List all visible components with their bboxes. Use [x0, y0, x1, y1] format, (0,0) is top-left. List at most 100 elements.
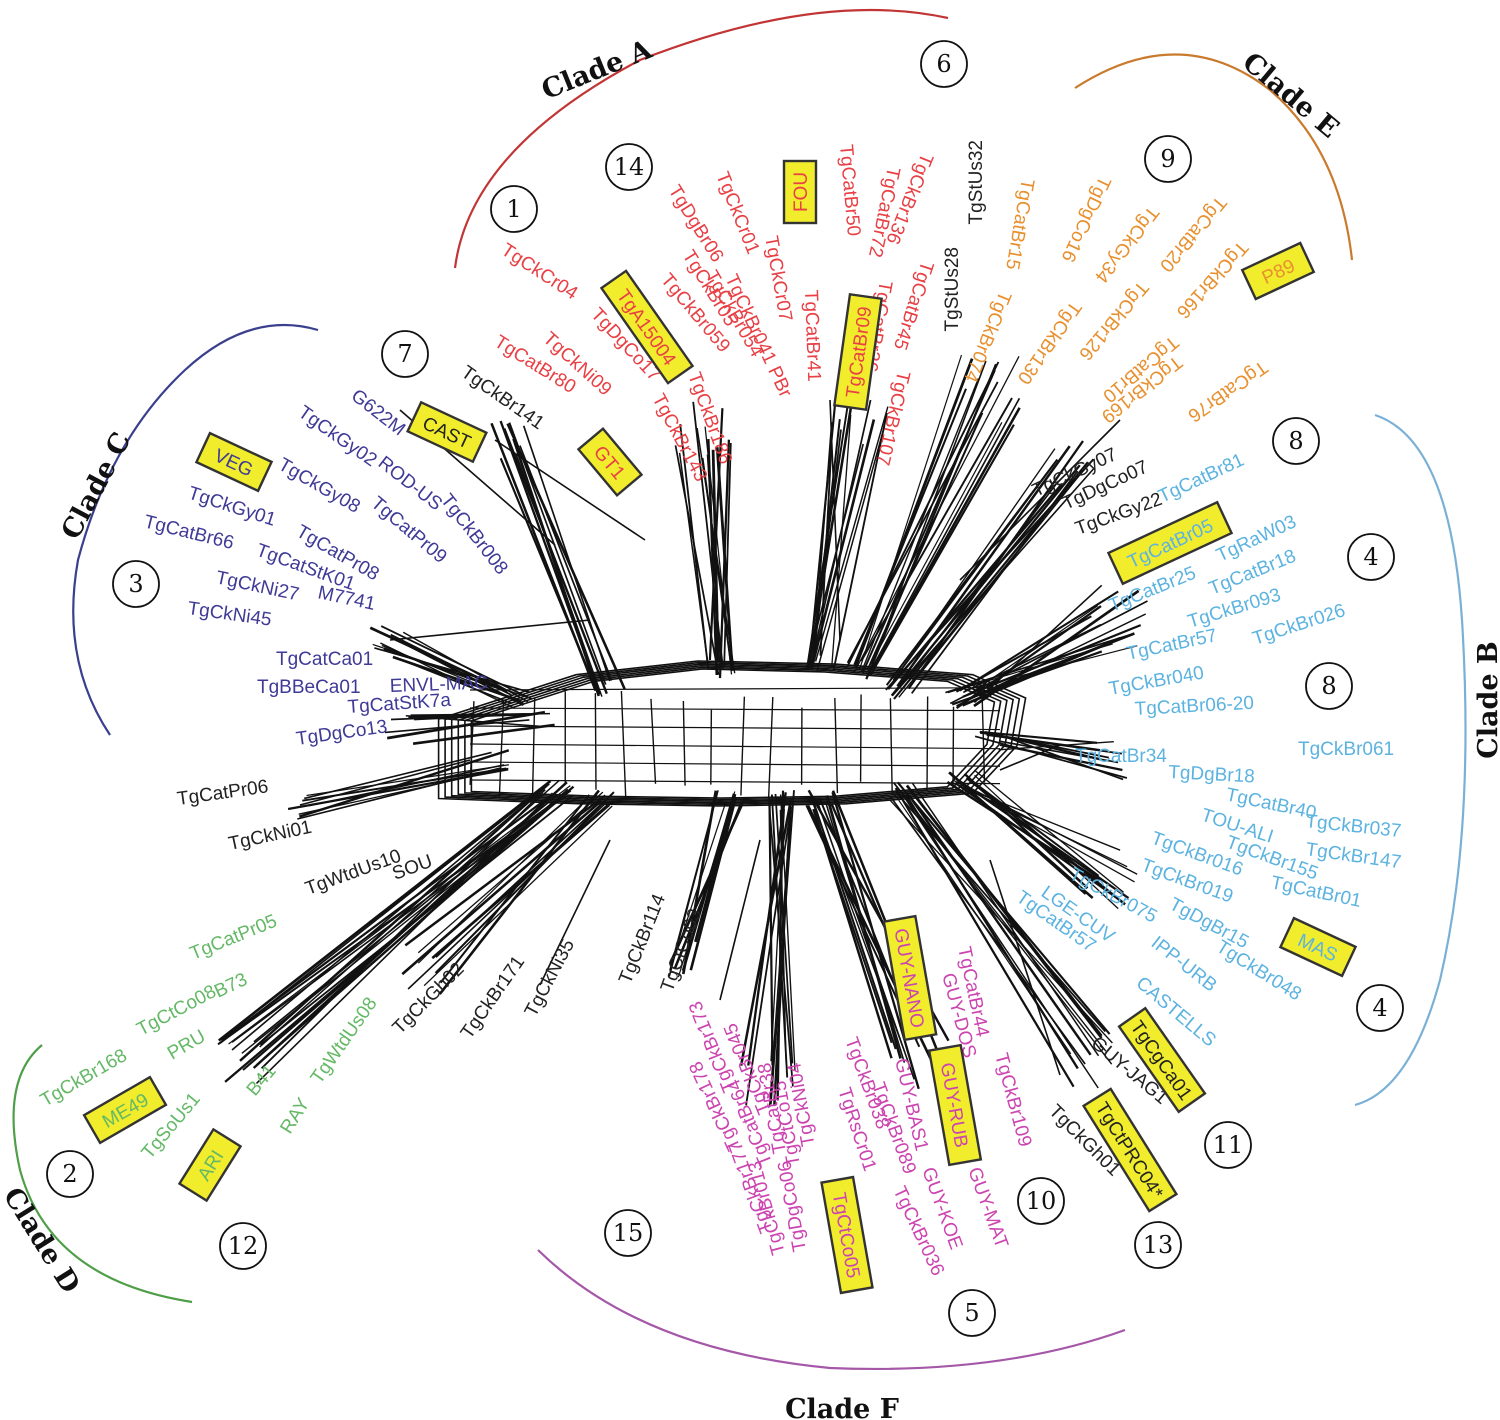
network-branch	[299, 749, 510, 818]
number-marker: 3	[112, 560, 160, 608]
network-branch	[408, 713, 526, 719]
network-edge	[469, 687, 1001, 691]
strain-label: TgCkNi01	[227, 817, 314, 855]
strain-label: B41	[243, 1061, 281, 1100]
network-branch	[893, 782, 1107, 1052]
strain-label: TgCkBr074	[959, 288, 1015, 385]
network-branch	[959, 590, 1119, 692]
clade-f-title: Clade F	[785, 1394, 899, 1420]
network-branch	[948, 771, 1087, 895]
network-branch	[404, 794, 607, 947]
network-branch	[999, 744, 1061, 771]
network-branch	[231, 799, 531, 1051]
strain-label: TgCkBr171	[457, 952, 529, 1043]
network-branch	[242, 788, 569, 1071]
reference-box: MAS	[1278, 916, 1358, 978]
network-branch	[846, 361, 1000, 667]
network-branch	[434, 791, 615, 974]
network-branch	[711, 449, 720, 662]
number-label: 4	[1372, 994, 1387, 1022]
reference-box: P89	[1240, 241, 1316, 301]
reference-label: FOU	[791, 172, 812, 212]
network-branch	[407, 802, 607, 990]
network-branch	[905, 794, 1079, 1070]
strain-label: TgWtdUs10	[303, 846, 404, 900]
network-branch	[949, 600, 1148, 705]
network-branch	[515, 454, 603, 697]
network-branch	[893, 782, 1113, 1065]
network-branch	[853, 388, 967, 666]
network-branch	[870, 360, 987, 668]
network-branch	[220, 794, 552, 1042]
strain-label: GUY-MAT	[963, 1165, 1012, 1252]
network-branch	[399, 658, 511, 704]
strain-label: TgCkNi35	[521, 936, 579, 1020]
network-branch	[807, 402, 837, 670]
strain-label: TgCatBr15	[1001, 177, 1038, 271]
network-branch	[971, 780, 1100, 877]
clade-arcs	[12, 8, 1467, 1371]
number-marker: 4	[1356, 984, 1404, 1032]
number-label: 9	[1160, 145, 1175, 173]
strain-label: TgCkBr107	[872, 369, 914, 467]
network-branch	[768, 799, 774, 1066]
network-branch	[955, 605, 1102, 710]
clade-c-title: Clade C	[56, 427, 138, 544]
network-branch	[679, 803, 726, 941]
number-label: 4	[1363, 543, 1378, 571]
number-label: 8	[1288, 427, 1303, 455]
strain-label: TgCkCr04	[497, 240, 581, 305]
network-edge	[710, 709, 713, 785]
network-edge	[889, 698, 893, 793]
network-branch	[773, 807, 792, 1107]
reference-box: GUY-RUB	[927, 1043, 983, 1167]
strain-label: TgDgCo13	[295, 716, 389, 750]
strain-label: TgCkGy08	[275, 454, 364, 518]
strain-label: TgCatBr76	[1184, 356, 1271, 426]
network-edge	[469, 707, 1001, 712]
strain-label: TgStUs32	[966, 140, 987, 224]
network-branch	[829, 399, 841, 641]
reference-box: CAST	[406, 400, 488, 464]
network-branch	[768, 804, 794, 1087]
number-label: 5	[964, 1299, 979, 1327]
reference-box: ARI	[177, 1127, 243, 1203]
network-branch	[832, 412, 888, 672]
number-marker: 4	[1347, 533, 1395, 581]
network-branch	[909, 789, 1103, 1039]
number-label: 2	[62, 1160, 77, 1188]
strain-label: TgCatBr01	[1269, 872, 1363, 912]
number-marker: 2	[46, 1150, 94, 1198]
network-branch	[308, 764, 505, 807]
network-branch	[861, 378, 980, 672]
network-branch	[892, 463, 1055, 681]
network-branch	[973, 584, 1103, 704]
network-branch	[745, 806, 793, 1106]
number-marker: 15	[604, 1209, 652, 1257]
network-branch	[494, 439, 646, 541]
network-branch	[907, 794, 1092, 1056]
network-edge	[926, 696, 929, 790]
network-branch	[853, 355, 1020, 673]
clade-a-title: Clade A	[537, 34, 657, 106]
network-branch	[239, 782, 550, 1062]
network-branch	[255, 792, 554, 1084]
number-marker: 6	[920, 40, 968, 88]
strain-label: TgCkBr037	[1304, 811, 1402, 842]
number-label: 1	[506, 195, 521, 223]
reference-box: TgCatBr09	[833, 292, 883, 412]
clade-e-labels: TgCatBr15 TgCkBr074 TgDgCo16 TgCkBr130 T…	[959, 173, 1271, 427]
network-branch	[814, 406, 889, 662]
network-branch	[412, 723, 555, 746]
strain-label: TgDgCo16	[1057, 173, 1115, 265]
clade-b-title: Clade B	[1473, 641, 1500, 759]
clade-a-arc	[453, 8, 949, 269]
network-branch	[539, 839, 611, 986]
network-branch	[389, 619, 591, 641]
strain-label: TgCtCo08	[133, 981, 219, 1040]
number-marker: 9	[1144, 135, 1192, 183]
clade-e-title: Clade E	[1236, 47, 1344, 145]
number-label: 7	[397, 340, 412, 368]
strain-label: TgCatBr50	[835, 144, 864, 237]
network-branch	[217, 779, 552, 1042]
